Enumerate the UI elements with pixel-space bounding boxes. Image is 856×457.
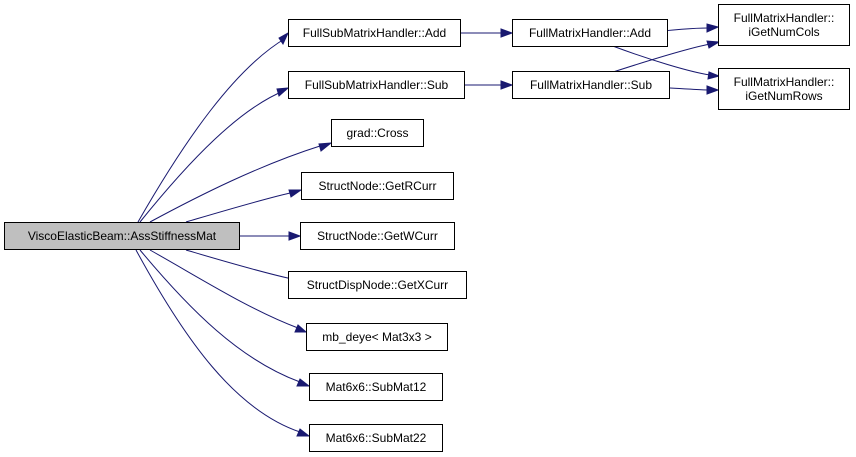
node-label: FullSubMatrixHandler::Sub bbox=[304, 78, 449, 92]
node-label: StructNode::GetWCurr bbox=[317, 229, 438, 243]
arrowhead-getrcurr bbox=[288, 189, 303, 198]
node-label-line2: iGetNumRows bbox=[745, 89, 823, 103]
edge-root-submat22 bbox=[135, 249, 301, 433]
node-structnode-getrcurr[interactable]: StructNode::GetRCurr bbox=[301, 172, 454, 200]
node-label-line1: FullMatrixHandler:: bbox=[733, 11, 835, 25]
arrowhead-grad-cross bbox=[318, 142, 333, 152]
arrowhead-numrows-a bbox=[707, 71, 721, 80]
edge-root-mb-deye bbox=[149, 249, 299, 329]
edge-root-fsm-add bbox=[137, 37, 287, 223]
node-mat6x6-submat22[interactable]: Mat6x6::SubMat22 bbox=[309, 424, 443, 452]
node-label-group: FullMatrixHandler:: iGetNumCols bbox=[734, 11, 835, 39]
node-label: FullMatrixHandler::Sub bbox=[529, 78, 653, 92]
node-label: grad::Cross bbox=[346, 126, 409, 140]
node-label: StructDispNode::GetXCurr bbox=[306, 278, 449, 292]
node-label: Mat6x6::SubMat22 bbox=[325, 431, 427, 445]
arrowhead-submat22 bbox=[296, 428, 311, 437]
node-fullsubmatrixhandler-sub[interactable]: FullSubMatrixHandler::Sub bbox=[288, 71, 465, 99]
edge-fm-sub-numcols bbox=[609, 43, 711, 74]
edge-fm-add-numrows bbox=[609, 44, 711, 76]
edge-root-fsm-sub bbox=[139, 89, 287, 223]
node-grad-cross[interactable]: grad::Cross bbox=[331, 119, 424, 147]
node-label: FullMatrixHandler::Add bbox=[528, 26, 652, 40]
node-label-group: FullMatrixHandler:: iGetNumRows bbox=[734, 75, 835, 103]
arrowhead-numrows-b bbox=[706, 85, 720, 95]
arrowhead-submat12 bbox=[296, 378, 311, 387]
arrowhead-numcols-a bbox=[706, 23, 720, 33]
node-label-line1: FullMatrixHandler:: bbox=[733, 75, 835, 89]
node-structdispnode-getxcurr[interactable]: StructDispNode::GetXCurr bbox=[288, 271, 467, 299]
edge-root-grad-cross bbox=[149, 145, 321, 223]
node-label: mb_deye< Mat3x3 > bbox=[322, 330, 432, 344]
node-label: Mat6x6::SubMat12 bbox=[325, 380, 427, 394]
node-fullsubmatrixhandler-add[interactable]: FullSubMatrixHandler::Add bbox=[288, 19, 461, 47]
node-label: ViscoElasticBeam::AssStiffnessMat bbox=[27, 229, 217, 243]
node-fullmatrixhandler-igetnumcols[interactable]: FullMatrixHandler:: iGetNumCols bbox=[718, 4, 850, 46]
node-mat6x6-submat12[interactable]: Mat6x6::SubMat12 bbox=[309, 373, 443, 401]
arrowhead-fsm-add bbox=[278, 31, 290, 46]
node-structnode-getwcurr[interactable]: StructNode::GetWCurr bbox=[300, 222, 455, 250]
arrowhead-fm-add bbox=[500, 28, 514, 38]
node-viscoelasticbeam-assstiffnessmat[interactable]: ViscoElasticBeam::AssStiffnessMat bbox=[4, 222, 240, 250]
node-label-line2: iGetNumCols bbox=[748, 25, 820, 39]
arrowhead-numcols-b bbox=[706, 40, 721, 49]
arrowhead-mb-deye bbox=[294, 324, 308, 333]
edge-root-submat12 bbox=[139, 249, 301, 383]
node-fullmatrixhandler-igetnumrows[interactable]: FullMatrixHandler:: iGetNumRows bbox=[718, 68, 850, 110]
node-fullmatrixhandler-sub[interactable]: FullMatrixHandler::Sub bbox=[512, 71, 670, 99]
edge-root-getxcurr bbox=[185, 249, 293, 280]
node-fullmatrixhandler-add[interactable]: FullMatrixHandler::Add bbox=[512, 19, 668, 47]
edge-root-getrcurr bbox=[185, 192, 291, 223]
arrowhead-fm-sub bbox=[500, 80, 514, 90]
node-mb-deye-mat3x3[interactable]: mb_deye< Mat3x3 > bbox=[306, 323, 448, 351]
node-label: FullSubMatrixHandler::Add bbox=[302, 26, 447, 40]
edge-fm-sub-numrows bbox=[669, 87, 709, 91]
node-label: StructNode::GetRCurr bbox=[318, 179, 437, 193]
arrowhead-getwcurr bbox=[288, 231, 302, 241]
arrowhead-fsm-sub bbox=[276, 87, 290, 97]
